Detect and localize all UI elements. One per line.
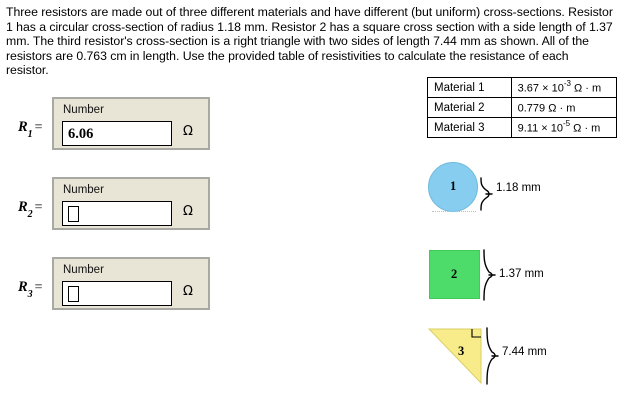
resistivity-mantissa-2: 0.779: [517, 102, 546, 115]
resistance-subscript-r1: 1: [27, 128, 33, 140]
dimension-label-3: 7.44 mm: [502, 346, 547, 358]
table-row: Material 2 0.779 Ω · m: [427, 97, 618, 118]
field-label-r1: Number: [63, 104, 104, 116]
square-shape-icon: [429, 250, 480, 299]
dimension-label-2: 1.37 mm: [499, 268, 544, 280]
dimension-brace-icon-1: [480, 177, 493, 211]
circle-shape-icon: [428, 162, 478, 212]
resistance-variable-r1: R: [18, 119, 28, 135]
resistance-subscript-r3: 3: [27, 288, 33, 300]
resistance-variable-r3: R: [18, 279, 28, 295]
material-name-1: Material 1: [427, 77, 512, 98]
unit-ohm-r3: Ω: [183, 284, 193, 299]
dimension-label-1: 1.18 mm: [496, 182, 541, 194]
resistivity-unit-2: Ω · m: [545, 102, 576, 115]
resistivity-unit-1: Ω · m: [570, 82, 602, 95]
equals-sign-r3: =: [34, 280, 43, 295]
answer-panel-r1: Number 6.06 Ω: [52, 97, 210, 150]
answer-row-r1: R1= Number 6.06 Ω: [0, 97, 215, 155]
resistance-label-r3: R3=: [18, 279, 43, 300]
resistivity-value-3: 9.11 × 10-5 Ω · m: [510, 117, 618, 138]
unit-ohm-r2: Ω: [183, 204, 193, 219]
answer-panel-r2: Number Ω: [52, 177, 210, 230]
text-cursor-icon-r2: [68, 206, 79, 222]
resistivity-exponent-3: -5: [563, 119, 571, 129]
resistivity-unit-3: Ω · m: [570, 122, 601, 135]
material-name-2: Material 2: [427, 97, 512, 118]
resistance-variable-r2: R: [18, 199, 28, 215]
resistivity-mantissa-1: 3.67 × 10: [517, 82, 564, 95]
number-input-r3[interactable]: [62, 281, 172, 306]
answer-row-r3: R3= Number Ω: [0, 257, 215, 315]
resistivity-exponent-1: -3: [563, 79, 571, 89]
resistivity-table: Material 1 3.67 × 10-3 Ω · m Material 2 …: [427, 77, 618, 138]
right-triangle-shape-icon: [428, 328, 482, 384]
table-row: Material 3 9.11 × 10-5 Ω · m: [427, 117, 618, 138]
resistivity-value-2: 0.779 Ω · m: [510, 97, 618, 118]
number-input-r2[interactable]: [62, 201, 172, 226]
answer-panel-r3: Number Ω: [52, 257, 210, 310]
figure-number-2: 2: [451, 267, 458, 281]
number-input-r1[interactable]: 6.06: [62, 121, 172, 146]
answer-row-r2: R2= Number Ω: [0, 177, 215, 235]
problem-statement: Three resistors are made out of three di…: [6, 5, 613, 78]
resistance-label-r1: R1=: [18, 119, 43, 140]
field-label-r3: Number: [63, 264, 104, 276]
equals-sign-r1: =: [34, 120, 43, 135]
dimension-brace-icon-3: [486, 327, 499, 385]
figure-number-1: 1: [450, 179, 457, 193]
resistance-label-r2: R2=: [18, 199, 43, 220]
table-row: Material 1 3.67 × 10-3 Ω · m: [427, 77, 618, 98]
material-name-3: Material 3: [427, 117, 512, 138]
text-cursor-icon-r3: [68, 286, 79, 302]
equals-sign-r2: =: [34, 200, 43, 215]
unit-ohm-r1: Ω: [183, 124, 193, 139]
resistivity-value-1: 3.67 × 10-3 Ω · m: [510, 77, 618, 98]
resistivity-mantissa-3: 9.11 × 10: [517, 122, 563, 135]
resistance-subscript-r2: 2: [27, 208, 33, 220]
circle-baseline-dotted: [432, 211, 476, 212]
dimension-brace-icon-2: [483, 249, 496, 301]
number-input-value-r1: 6.06: [68, 126, 94, 142]
field-label-r2: Number: [63, 184, 104, 196]
figure-number-3: 3: [458, 344, 465, 358]
